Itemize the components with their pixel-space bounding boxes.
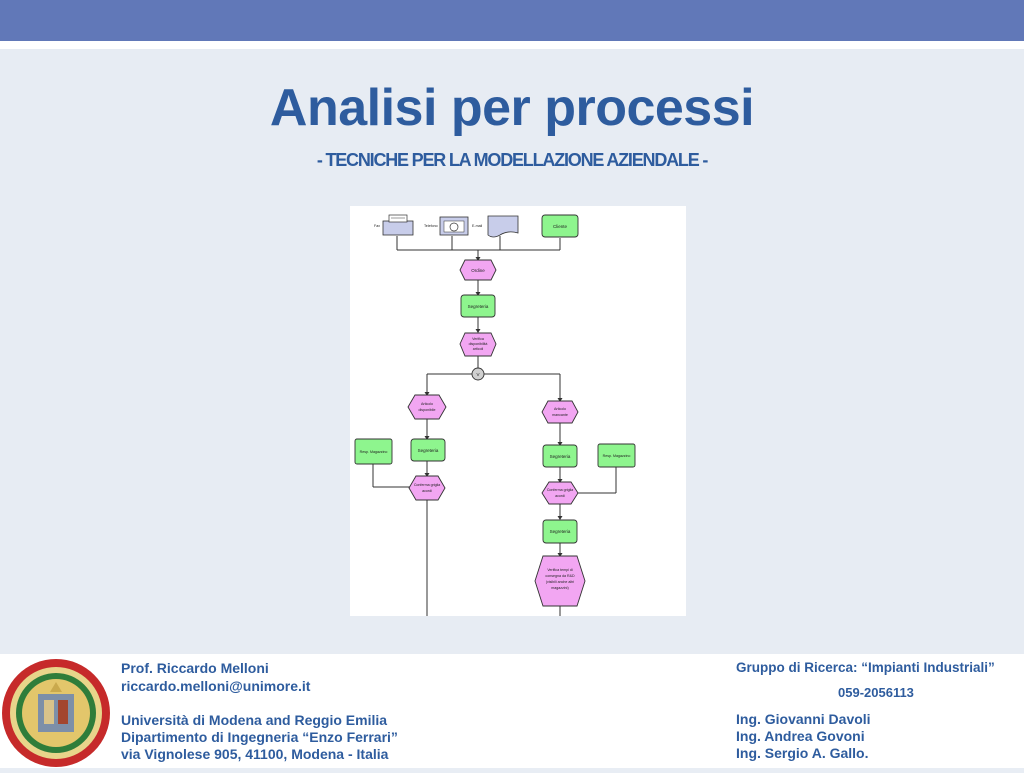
phone-label: Telefono: [424, 224, 438, 228]
person-davoli: Ing. Giovanni Davoli: [736, 711, 871, 727]
document-icon: [487, 215, 519, 238]
art-manc-line-1: Articolo: [554, 407, 566, 411]
art-manc-line-2: mancante: [552, 413, 568, 417]
address: via Vignolese 905, 41100, Modena - Itali…: [121, 746, 389, 762]
function-segreteria: Segreteria: [460, 294, 496, 318]
ordine-label: Ordine: [471, 268, 485, 273]
top-banner: [0, 0, 1024, 41]
segreteria-label: Segreteria: [468, 304, 489, 309]
footer: [0, 654, 1024, 768]
event-articolo-disponibile: Articolo disponibile: [407, 394, 447, 420]
event-articolo-mancante: Articolo mancante: [541, 400, 579, 424]
person-govoni: Ing. Andrea Govoni: [736, 728, 865, 744]
resp-magazzino-right-label: Resp. Magazzino: [603, 454, 631, 458]
segreteria-left-label: Segreteria: [418, 448, 439, 453]
event-conferma-griglia-left: Conferma griglia acordi: [408, 475, 446, 501]
professor-name: Prof. Riccardo Melloni: [121, 660, 269, 676]
university-name: Università di Modena and Reggio Emilia: [121, 712, 388, 728]
event-verifica-tempi: Verifica tempi di consegna da R&D (visib…: [534, 555, 586, 607]
connector-label: V: [476, 372, 479, 377]
slide-subtitle: - TECNICHE PER LA MODELLAZIONE AZIENDALE…: [316, 150, 708, 170]
phone-icon: [439, 216, 469, 236]
segreteria-right-label: Segreteria: [550, 454, 571, 459]
connector-lines: [372, 236, 617, 616]
cliente-node: Cliente: [541, 214, 579, 238]
art-disp-line-1: Articolo: [421, 402, 433, 406]
tempi-line-3: (visibili anche altri: [546, 580, 575, 584]
tempi-line-4: magazzini): [551, 586, 568, 590]
cliente-label: Cliente: [553, 224, 568, 229]
professor-email[interactable]: riccardo.melloni@unimore.it: [121, 678, 311, 694]
resp-magazzino-left: Resp. Magazzino: [354, 438, 393, 465]
function-segreteria-right: Segreteria: [542, 444, 578, 468]
phone-number: 059-2056113: [838, 685, 914, 700]
verifica-line-1: Verifica: [472, 337, 484, 341]
person-gallo: Ing. Sergio A. Gallo.: [736, 745, 869, 761]
research-group: Gruppo di Ricerca: “Impianti Industriali…: [736, 660, 995, 675]
university-seal-logo: [0, 658, 112, 768]
function-segreteria-left: Segreteria: [410, 438, 446, 462]
epc-diagram: Fax Telefono E-mail Cliente Ordine Segre…: [354, 214, 636, 616]
or-connector: V: [471, 367, 485, 381]
process-diagram: Fax Telefono E-mail Cliente Ordine Segre…: [350, 206, 686, 616]
event-ordine: Ordine: [459, 259, 497, 281]
function-segreteria-right-2: Segreteria: [542, 519, 578, 544]
conferma-left-line-2: acordi: [422, 489, 432, 493]
top-divider: [0, 41, 1024, 49]
conferma-left-line-1: Conferma griglia: [414, 483, 440, 487]
segreteria-right-2-label: Segreteria: [550, 529, 571, 534]
email-label: E-mail: [472, 224, 482, 228]
conferma-right-line-1: Conferma griglia: [547, 488, 573, 492]
conferma-right-line-2: acordi: [555, 494, 565, 498]
tempi-line-1: Verifica tempi di: [547, 568, 573, 572]
verifica-line-3: articoli: [473, 347, 484, 351]
arrowheads: [424, 257, 563, 557]
art-disp-line-2: disponibile: [419, 408, 436, 412]
event-conferma-griglia-right: Conferma griglia acordi: [541, 481, 579, 505]
fax-icon: [382, 214, 414, 236]
event-verifica-disponibilita: Verifica disponibilità articoli: [459, 332, 497, 357]
slide-title: Analisi per processi: [269, 79, 755, 137]
verifica-line-2: disponibilità: [469, 342, 488, 346]
resp-magazzino-label: Resp. Magazzino: [360, 450, 388, 454]
resp-magazzino-right: Resp. Magazzino: [597, 443, 636, 468]
tempi-line-2: consegna da R&D: [545, 574, 575, 578]
fax-label: Fax: [374, 224, 380, 228]
department-name: Dipartimento di Ingegneria “Enzo Ferrari…: [121, 729, 398, 745]
